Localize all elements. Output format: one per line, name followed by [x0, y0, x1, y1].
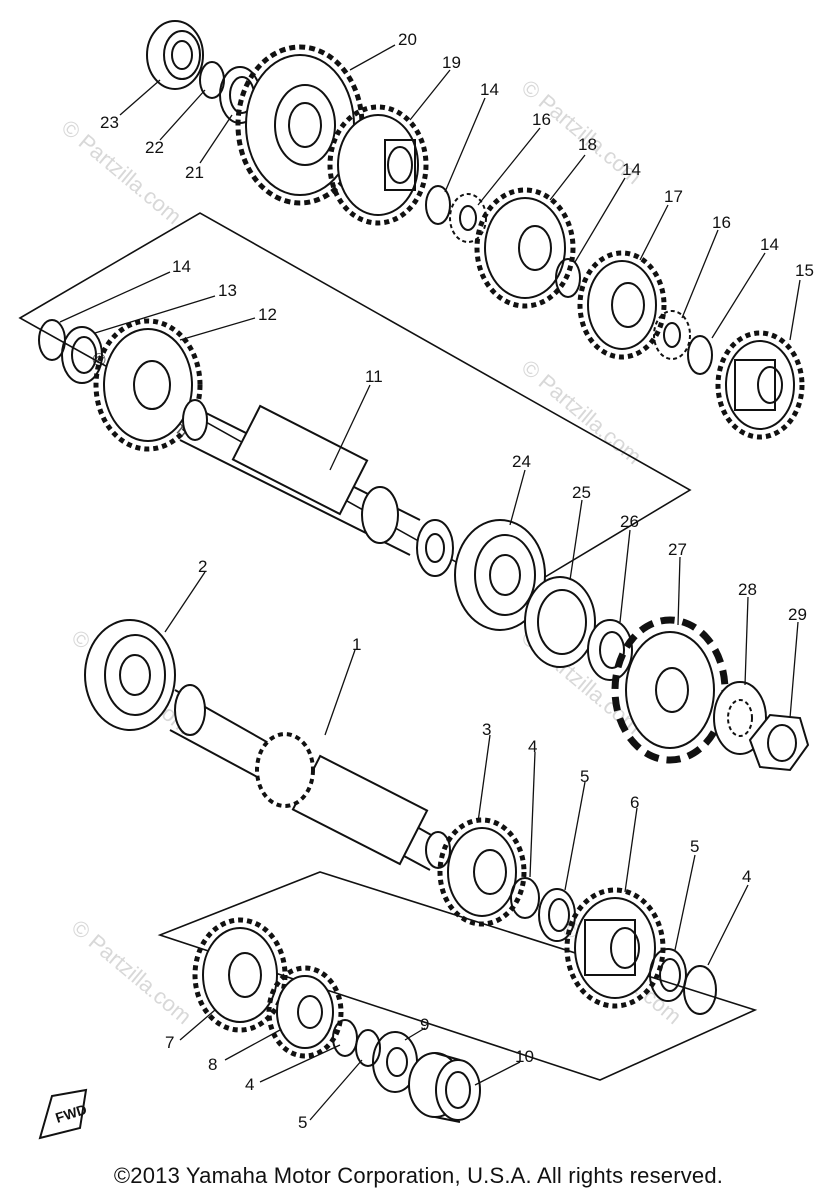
- drive-axle-1: [169, 684, 451, 871]
- callout-24: 24: [512, 452, 531, 471]
- callout-28: 28: [738, 580, 757, 599]
- circlip-4a: [510, 877, 540, 919]
- washer-5b: [649, 948, 687, 1002]
- circlip-4b: [683, 965, 717, 1015]
- callout-1: 1: [352, 635, 361, 654]
- callout-22: 22: [145, 138, 164, 157]
- watermark-text: © Partzilla.com: [67, 915, 197, 1029]
- gear-6: [564, 887, 666, 1009]
- callout-26: 26: [620, 512, 639, 531]
- callout-11: 11: [365, 367, 383, 386]
- gear-3: [437, 817, 527, 927]
- callout-7: 7: [165, 1033, 174, 1052]
- callout-9: 9: [420, 1015, 429, 1034]
- gear-18: [474, 187, 576, 309]
- callout-13: 13: [218, 281, 237, 300]
- callout-3: 3: [482, 720, 491, 739]
- callout-14: 14: [480, 80, 499, 99]
- callout-12: 12: [258, 305, 277, 324]
- callout-18: 18: [578, 135, 597, 154]
- callout-23: 23: [100, 113, 119, 132]
- collar-26: [587, 619, 633, 681]
- washer-5c: [355, 1029, 381, 1067]
- watermark-text: © Partzilla.com: [517, 355, 647, 469]
- diagram-canvas: © Partzilla.com © Partzilla.com © Partzi…: [18, 20, 814, 1140]
- callout-5: 5: [298, 1113, 307, 1132]
- callout-21: 21: [185, 163, 204, 182]
- callout-20: 20: [398, 30, 417, 49]
- gear-8: [266, 965, 344, 1059]
- upper-shaft-plane: [18, 212, 692, 596]
- callout-14: 14: [172, 257, 191, 276]
- watermarks: © Partzilla.com © Partzilla.com © Partzi…: [57, 75, 687, 1029]
- nut-29: [748, 713, 810, 772]
- main-axle-11: [179, 399, 454, 577]
- leader-lines: [59, 44, 801, 1121]
- gear-12: [93, 318, 203, 452]
- circlip-14c: [687, 335, 713, 375]
- callout-4: 4: [528, 737, 537, 756]
- callout-29: 29: [788, 605, 807, 624]
- lower-shaft-plane: [157, 871, 758, 1081]
- callout-16: 16: [712, 213, 731, 232]
- bearing-23: [146, 20, 204, 90]
- washer-13: [61, 326, 103, 384]
- bearing-2: [84, 619, 176, 731]
- callout-27: 27: [668, 540, 687, 559]
- sprocket-27: [611, 616, 729, 764]
- callout-16: 16: [532, 110, 551, 129]
- callout-4: 4: [245, 1075, 254, 1094]
- fwd-arrow-icon: FWD: [38, 1088, 89, 1140]
- callout-2: 2: [198, 557, 207, 576]
- copyright-notice: ©2013 Yamaha Motor Corporation, U.S.A. A…: [113, 1163, 724, 1188]
- gear-7: [192, 917, 288, 1033]
- circlip-14b: [555, 258, 581, 298]
- gear-17: [577, 250, 667, 360]
- callout-19: 19: [442, 53, 461, 72]
- callout-14: 14: [622, 160, 641, 179]
- oil-seal-25: [524, 576, 596, 668]
- callout-10: 10: [515, 1047, 534, 1066]
- callout-numbers: 23 22 21 20 19 14 16 18 14 17 16 14 15 1…: [100, 30, 814, 1132]
- callout-25: 25: [572, 483, 591, 502]
- washer-16b: [653, 310, 691, 360]
- needle-bearing-10: [408, 1052, 481, 1123]
- callout-15: 15: [795, 261, 814, 280]
- callout-14: 14: [760, 235, 779, 254]
- gear-15: [715, 330, 805, 440]
- bearing-24: [454, 519, 546, 631]
- callout-17: 17: [664, 187, 683, 206]
- callout-4: 4: [742, 867, 751, 886]
- circlip-14a: [425, 185, 451, 225]
- circlip-4c: [332, 1019, 358, 1057]
- callout-5: 5: [580, 767, 589, 786]
- gear-19: [327, 104, 429, 226]
- callout-5: 5: [690, 837, 699, 856]
- callout-8: 8: [208, 1055, 217, 1074]
- callout-6: 6: [630, 793, 639, 812]
